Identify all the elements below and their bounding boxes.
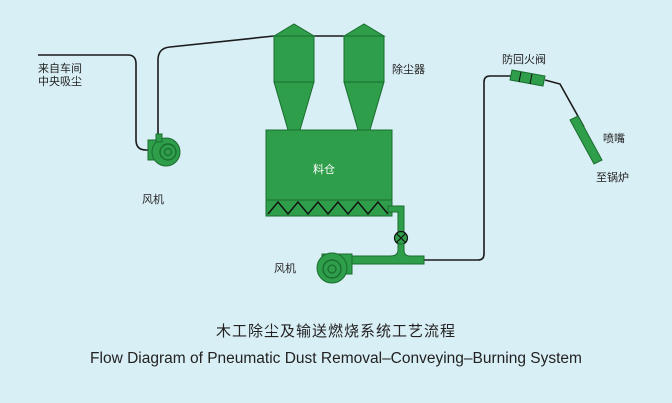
fire-valve-label: 防回火阀 (502, 53, 546, 66)
fan-to-collector-pipe (157, 35, 275, 137)
nozzle-label: 喷嘴 (603, 132, 625, 145)
top-fan-label: 风机 (142, 193, 164, 206)
dust-collector-left (272, 23, 316, 131)
screw-conveyor (267, 200, 389, 216)
conveying-pipe (424, 75, 512, 261)
bottom-fan (316, 252, 353, 284)
source-label-line2: 中央吸尘 (38, 75, 82, 88)
conveyor-pipe (351, 243, 425, 265)
rotary-valve (393, 230, 409, 246)
silo (265, 129, 405, 241)
silo-label: 料仓 (313, 163, 335, 176)
source-label: 来自车间 中央吸尘 (38, 62, 82, 88)
dust-collector-label: 除尘器 (392, 63, 425, 76)
source-label-line1: 来自车间 (38, 62, 82, 75)
top-fan (147, 133, 181, 167)
fire-valve (509, 69, 546, 87)
inlet-pipe (38, 54, 156, 151)
bottom-fan-label: 风机 (274, 262, 296, 275)
dust-collector-right (342, 23, 386, 131)
caption-chinese: 木工除尘及输送燃烧系统工艺流程 (215, 322, 456, 340)
valve-to-nozzle-pipe (544, 79, 585, 128)
nozzle (569, 115, 603, 165)
to-boiler-label: 至锅炉 (596, 171, 629, 184)
caption-english: Flow Diagram of Pneumatic Dust Removal–C… (90, 350, 582, 367)
